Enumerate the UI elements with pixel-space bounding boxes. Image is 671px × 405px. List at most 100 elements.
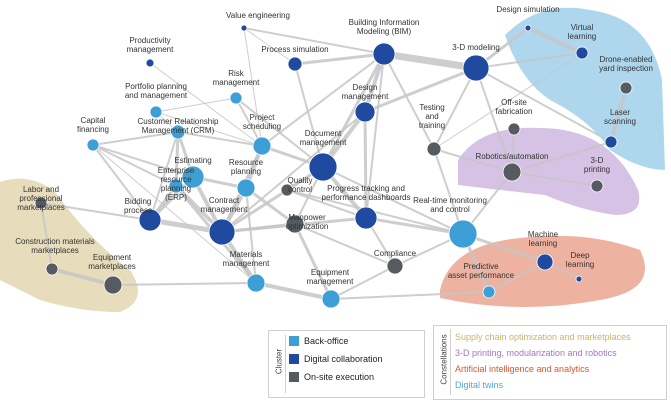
node-testing-training: [426, 141, 442, 157]
edge-19: [475, 67, 513, 173]
edge-17: [364, 66, 477, 114]
node-label-robotics: Robotics/automation: [476, 152, 549, 161]
edge-16: [365, 53, 385, 219]
node-construction-materials-mkt: [45, 262, 59, 276]
edge-64: [462, 232, 546, 264]
constellation-hull-digital-twins: [505, 7, 665, 171]
node-realtime-monitoring: [448, 219, 478, 249]
node-3d-printing: [590, 179, 604, 193]
node-equipment-management: [321, 289, 341, 309]
node-label-process-simulation: Process simulation: [261, 45, 328, 54]
node-label-estimating: Estimating: [174, 156, 211, 165]
node-erp: [168, 178, 184, 194]
node-portfolio: [149, 105, 163, 119]
constellations-legend: Constellations Supply chain optimization…: [433, 325, 667, 400]
node-robotics: [502, 162, 522, 182]
edge-74: [433, 52, 583, 150]
node-machine-learning: [536, 253, 554, 271]
node-quality-control: [280, 183, 294, 197]
edge-21: [155, 97, 237, 113]
node-deep-learning: [575, 275, 583, 283]
edge-48: [245, 187, 257, 284]
node-offsite-fab: [507, 122, 521, 136]
node-productivity-management: [145, 58, 155, 68]
constellation-hull-supply-chain: [0, 178, 138, 312]
constellation-supply-chain: Supply chain optimization and marketplac…: [455, 332, 631, 342]
node-document-management: [308, 152, 338, 182]
node-progress-tracking: [354, 206, 378, 230]
constellation-digital-twins: Digital twins: [455, 380, 504, 390]
node-labor-marketplaces: [34, 196, 48, 210]
edge-47: [245, 186, 296, 226]
edge-78: [155, 111, 263, 147]
node-process-simulation: [287, 56, 303, 72]
node-predictive-asset: [482, 285, 496, 299]
edge-12: [294, 63, 324, 168]
edge-7: [243, 27, 385, 55]
cluster-legend-title: Cluster: [274, 348, 284, 375]
edge-58: [294, 223, 396, 267]
edge-81: [221, 111, 366, 233]
node-label-design-simulation: Design simulation: [496, 5, 559, 14]
node-project-scheduling: [252, 136, 272, 156]
edge-49: [286, 189, 367, 219]
edge-73: [433, 148, 513, 173]
edge-79: [149, 131, 179, 221]
node-manpower-optimization: [285, 214, 305, 234]
node-drone-yard: [619, 81, 633, 95]
node-bidding-process: [138, 208, 162, 232]
edge-63: [40, 202, 151, 221]
edge-2: [475, 52, 583, 69]
edge-75: [330, 291, 490, 300]
edge-57: [293, 223, 333, 300]
edge-76: [330, 265, 396, 300]
node-crm: [170, 124, 186, 140]
edge-11: [294, 52, 385, 66]
legend-label-digital-collaboration: Digital collaboration: [304, 354, 383, 364]
edge-8: [243, 27, 296, 65]
node-design-management: [354, 101, 376, 123]
node-design-simulation: [524, 24, 532, 32]
edge-37: [221, 165, 324, 234]
edge-9: [243, 27, 263, 147]
edge-18: [433, 67, 477, 150]
legend-item-digital-collaboration: Digital collaboration: [289, 354, 383, 364]
back-office-swatch: [289, 336, 299, 346]
edge-15: [383, 53, 435, 150]
legend-item-on-site-execution: On-site execution: [289, 372, 374, 382]
constellation-ai: Artificial intelligence and analytics: [455, 364, 590, 374]
edge-77: [92, 144, 257, 284]
node-label-value-engineering: Value engineering: [226, 11, 290, 20]
cluster-legend-title-box: Cluster: [273, 335, 286, 393]
node-laser-scanning: [604, 135, 618, 149]
node-equipment-marketplaces: [103, 275, 123, 295]
edge-6: [475, 67, 612, 143]
edge-70: [488, 261, 546, 293]
constellation-printing: 3-D printing, modularization and robotic…: [455, 348, 617, 358]
edge-61: [51, 267, 114, 287]
edge-0: [383, 50, 477, 72]
node-compliance: [386, 257, 404, 275]
node-label-3d-modeling: 3-D modeling: [452, 43, 500, 52]
legend-label-back-office: Back-office: [304, 336, 349, 346]
